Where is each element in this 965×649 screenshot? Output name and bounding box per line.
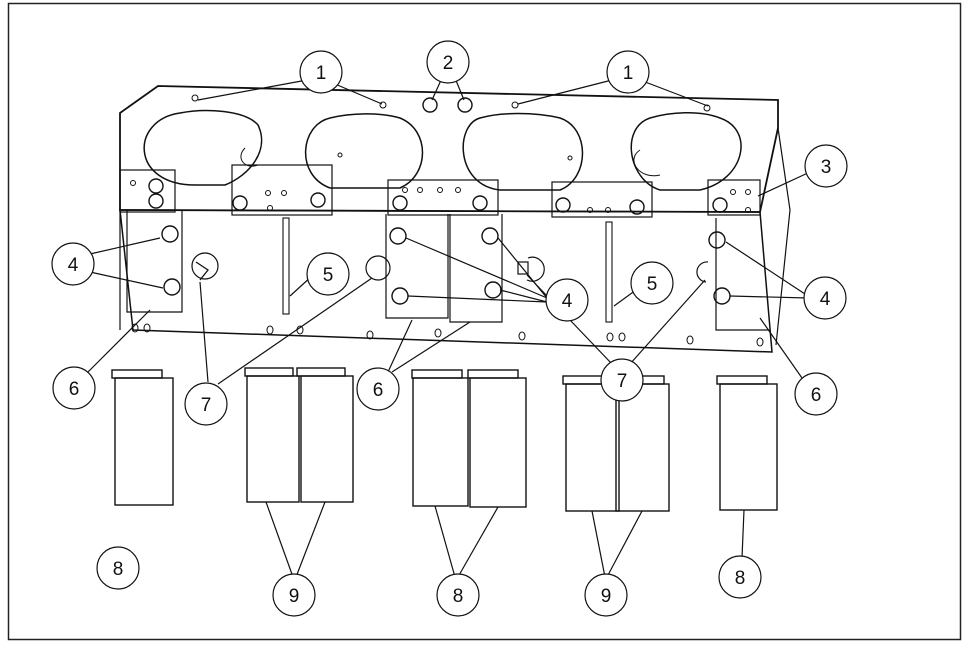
top-screws xyxy=(130,94,751,213)
svg-text:4: 4 xyxy=(820,289,831,310)
svg-text:5: 5 xyxy=(647,274,658,295)
callout-3: 3 xyxy=(804,144,848,188)
svg-text:5: 5 xyxy=(323,265,334,286)
svg-text:3: 3 xyxy=(821,157,832,178)
callout-2: 2 xyxy=(426,40,470,84)
svg-text:8: 8 xyxy=(453,586,464,607)
top-knob-2b xyxy=(457,97,473,113)
svg-text:6: 6 xyxy=(373,380,384,401)
svg-text:6: 6 xyxy=(811,385,822,406)
callout-7-left: 7 xyxy=(184,382,228,426)
top-plate-cutout xyxy=(143,109,263,186)
top-plate-cutout xyxy=(630,111,742,191)
svg-text:6: 6 xyxy=(69,379,80,400)
rod xyxy=(605,221,613,323)
svg-text:7: 7 xyxy=(201,395,212,416)
svg-text:9: 9 xyxy=(289,586,300,607)
tray-9b xyxy=(296,367,354,503)
callout-1-right: 1 xyxy=(606,50,650,94)
top-plate-cutout xyxy=(304,113,424,189)
housing xyxy=(119,85,791,353)
top-knobs xyxy=(148,97,728,215)
svg-text:4: 4 xyxy=(562,291,573,312)
svg-text:7: 7 xyxy=(617,371,628,392)
tray-9a xyxy=(244,367,300,503)
mounting-pad xyxy=(119,169,176,213)
callout-9-right: 9 xyxy=(584,573,628,617)
callout-9-left: 9 xyxy=(272,573,316,617)
callout-6-center: 6 xyxy=(356,367,400,411)
rod xyxy=(282,217,290,315)
callout-8-center: 8 xyxy=(436,573,480,617)
svg-text:4: 4 xyxy=(68,255,79,276)
svg-text:1: 1 xyxy=(623,63,634,84)
callout-4-left: 4 xyxy=(51,242,95,286)
top-knob-2a xyxy=(422,97,438,113)
top-plate xyxy=(119,85,779,213)
tray-8-right xyxy=(716,375,778,511)
callout-8-left: 8 xyxy=(96,546,140,590)
callout-8-right: 8 xyxy=(718,555,762,599)
mounting-pad xyxy=(551,181,653,218)
mounting-pad xyxy=(231,164,333,216)
callout-4-right: 4 xyxy=(803,276,847,320)
callout-7-center: 7 xyxy=(600,358,644,402)
callout-4-center: 4 xyxy=(545,278,589,322)
callout-1-left: 1 xyxy=(299,50,343,94)
svg-text:8: 8 xyxy=(735,568,746,589)
leader-lines xyxy=(87,77,811,578)
tray-8b xyxy=(467,369,527,508)
top-plate-cutout xyxy=(462,112,584,191)
callouts: 1 2 1 3 4 5 4 5 4 6 7 6 7 6 8 9 8 9 8 xyxy=(51,40,848,617)
tray-8-left xyxy=(111,369,174,506)
callout-5-right: 5 xyxy=(630,261,674,305)
front-face xyxy=(119,209,773,353)
svg-text:1: 1 xyxy=(316,63,327,84)
latch xyxy=(696,261,709,283)
mounting-pad xyxy=(707,179,761,216)
drawing-border xyxy=(7,2,962,641)
callout-5-left: 5 xyxy=(306,252,350,296)
callout-6-right: 6 xyxy=(794,372,838,416)
callout-6-left: 6 xyxy=(52,366,96,410)
latch xyxy=(191,252,219,280)
svg-text:2: 2 xyxy=(443,53,454,74)
mounting-pad xyxy=(387,179,499,216)
latch xyxy=(365,255,391,281)
svg-text:8: 8 xyxy=(113,559,124,580)
tray-8a xyxy=(411,369,469,507)
svg-text:9: 9 xyxy=(601,586,612,607)
